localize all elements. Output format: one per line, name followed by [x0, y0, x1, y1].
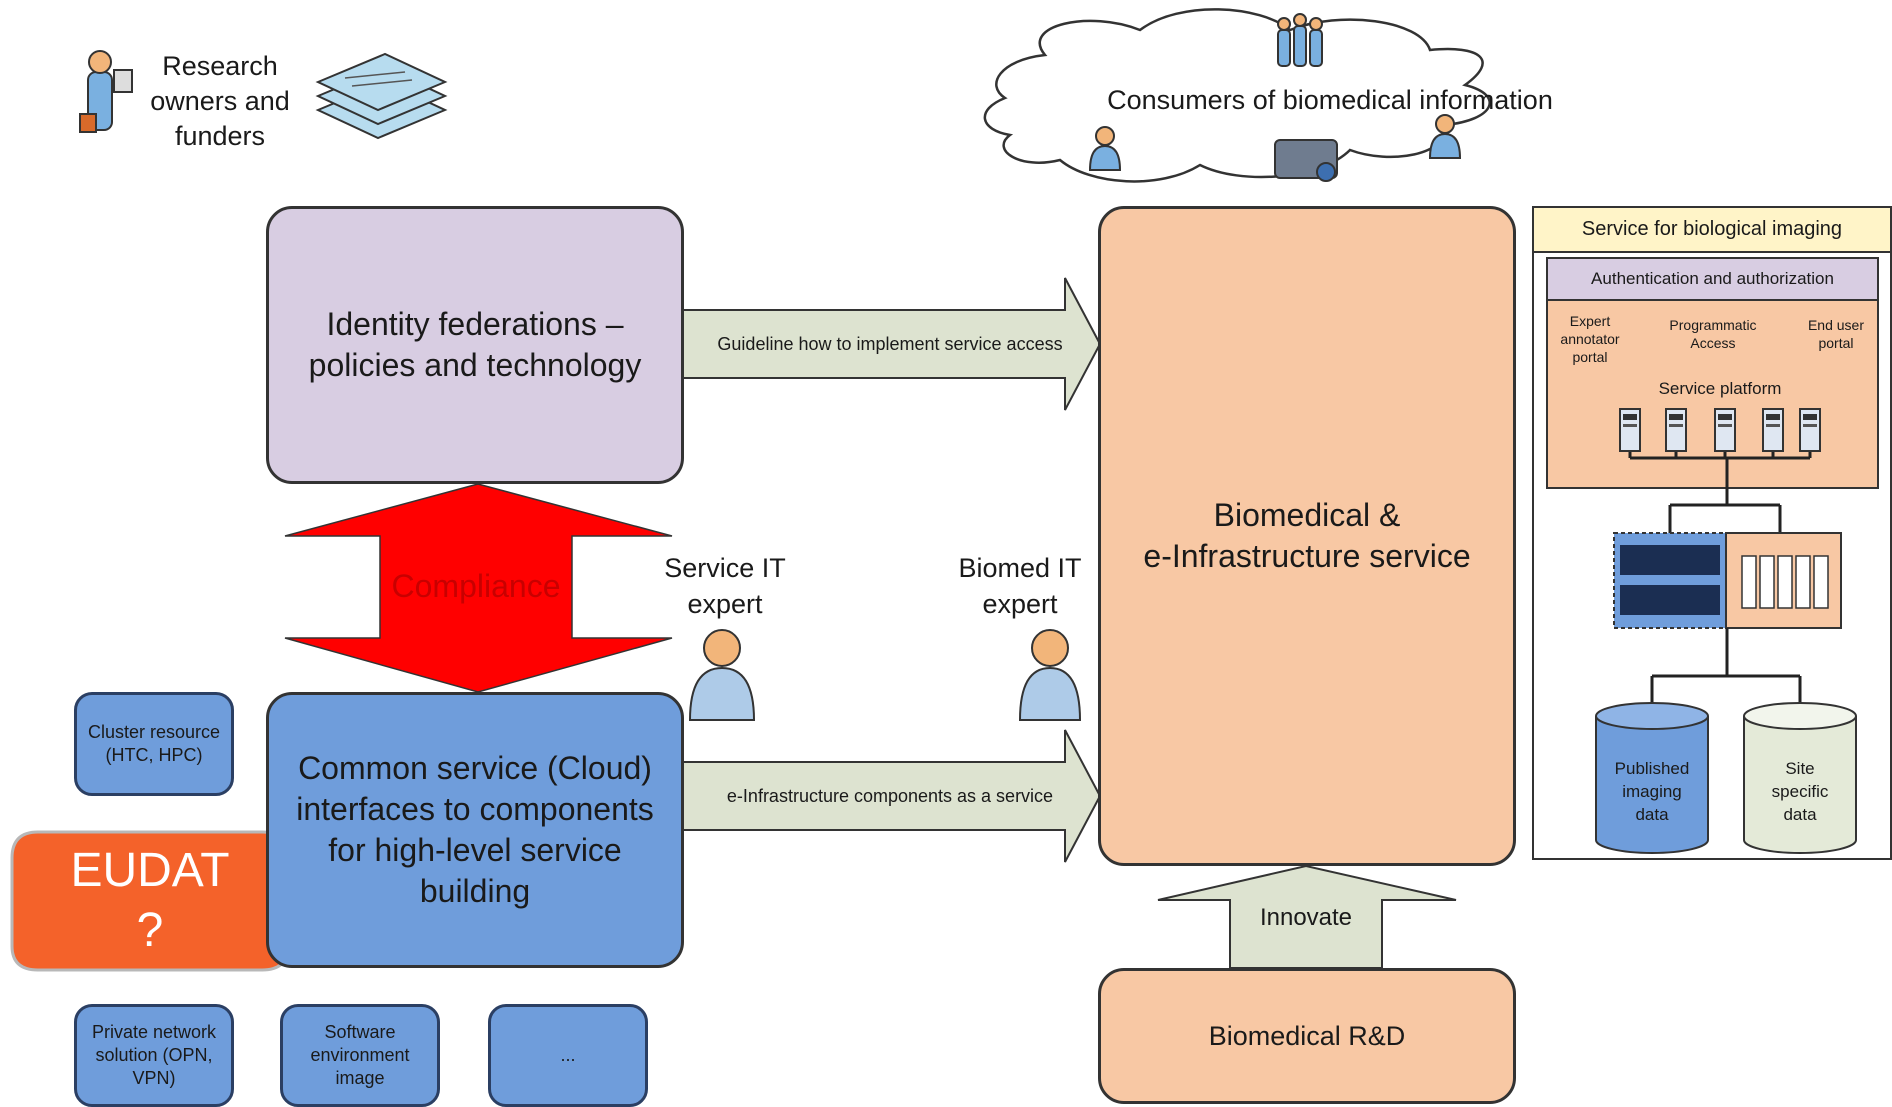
- server-icon-5: [1799, 408, 1821, 452]
- software-environment-label: Software environment image: [310, 1022, 410, 1088]
- auth-label: Authentication and authorization: [1591, 269, 1834, 288]
- server-icon-3: [1714, 408, 1736, 452]
- published-db-shape: [1595, 716, 1709, 854]
- biomedical-rd-label: Biomedical R&D: [1208, 1021, 1406, 1051]
- end-user-portal-label: End user portal: [1807, 317, 1865, 351]
- innovate-arrow: [1157, 864, 1457, 969]
- site-specific-label: Site specific data: [1771, 758, 1829, 824]
- biomedical-rd-box: Biomedical R&D: [1098, 968, 1516, 1104]
- programmatic-access-label: Programmatic Access: [1669, 317, 1757, 351]
- server-icon-2: [1665, 408, 1687, 452]
- imaging-title-bar: [1532, 206, 1892, 253]
- software-environment-box: Software environment image: [280, 1004, 440, 1107]
- eudat-callout-label: EUDAT ?: [70, 844, 230, 957]
- private-network-label: Private network solution (OPN, VPN): [91, 1022, 217, 1088]
- common-service-label: Common service (Cloud) interfaces to com…: [296, 750, 654, 909]
- person-icon-funder: [79, 50, 133, 133]
- service-platform-label: Service platform: [1658, 379, 1782, 398]
- identity-federations-label: Identity federations – policies and tech…: [308, 306, 642, 383]
- expert-portal-label: Expert annotator portal: [1560, 313, 1620, 365]
- cluster-resource-label: Cluster resource (HTC, HPC): [87, 722, 221, 765]
- common-service-box: Common service (Cloud) interfaces to com…: [266, 692, 684, 968]
- identity-federations-box: Identity federations – policies and tech…: [266, 206, 684, 484]
- guideline-arrow: [681, 277, 1102, 411]
- cloud-person-icons: [1088, 13, 1462, 182]
- private-network-box: Private network solution (OPN, VPN): [74, 1004, 234, 1107]
- site-db-shape: [1743, 716, 1857, 854]
- document-stack-icon: [315, 52, 448, 140]
- cluster-resource-box: Cluster resource (HTC, HPC): [74, 692, 234, 796]
- server-icon-4: [1762, 408, 1784, 452]
- imaging-title: Service for biological imaging: [1581, 218, 1843, 240]
- biomedical-service-box: Biomedical & e-Infrastructure service: [1098, 206, 1516, 866]
- published-imaging-label: Published imaging data: [1614, 758, 1690, 824]
- components-arrow: [681, 729, 1102, 863]
- innovate-arrow-label: Innovate: [1259, 904, 1353, 931]
- components-arrow-label: e-Infrastructure components as a service: [726, 785, 1054, 806]
- ellipsis-label: ...: [560, 1045, 576, 1065]
- consumers-label: Consumers of biomedical information: [1107, 84, 1553, 115]
- research-owners-label: Research owners and funders: [150, 50, 290, 151]
- person-icon-biomed-expert: [1018, 629, 1082, 721]
- server-icon-1: [1619, 408, 1641, 452]
- compliance-label: Compliance: [391, 567, 561, 604]
- person-icon-service-expert: [688, 629, 756, 721]
- service-it-expert-label: Service IT expert: [664, 553, 786, 619]
- biomedical-service-label: Biomedical & e-Infrastructure service: [1143, 497, 1471, 574]
- guideline-arrow-label: Guideline how to implement service acces…: [717, 333, 1063, 354]
- ellipsis-box: ...: [488, 1004, 648, 1107]
- biomed-it-expert-label: Biomed IT expert: [958, 553, 1082, 619]
